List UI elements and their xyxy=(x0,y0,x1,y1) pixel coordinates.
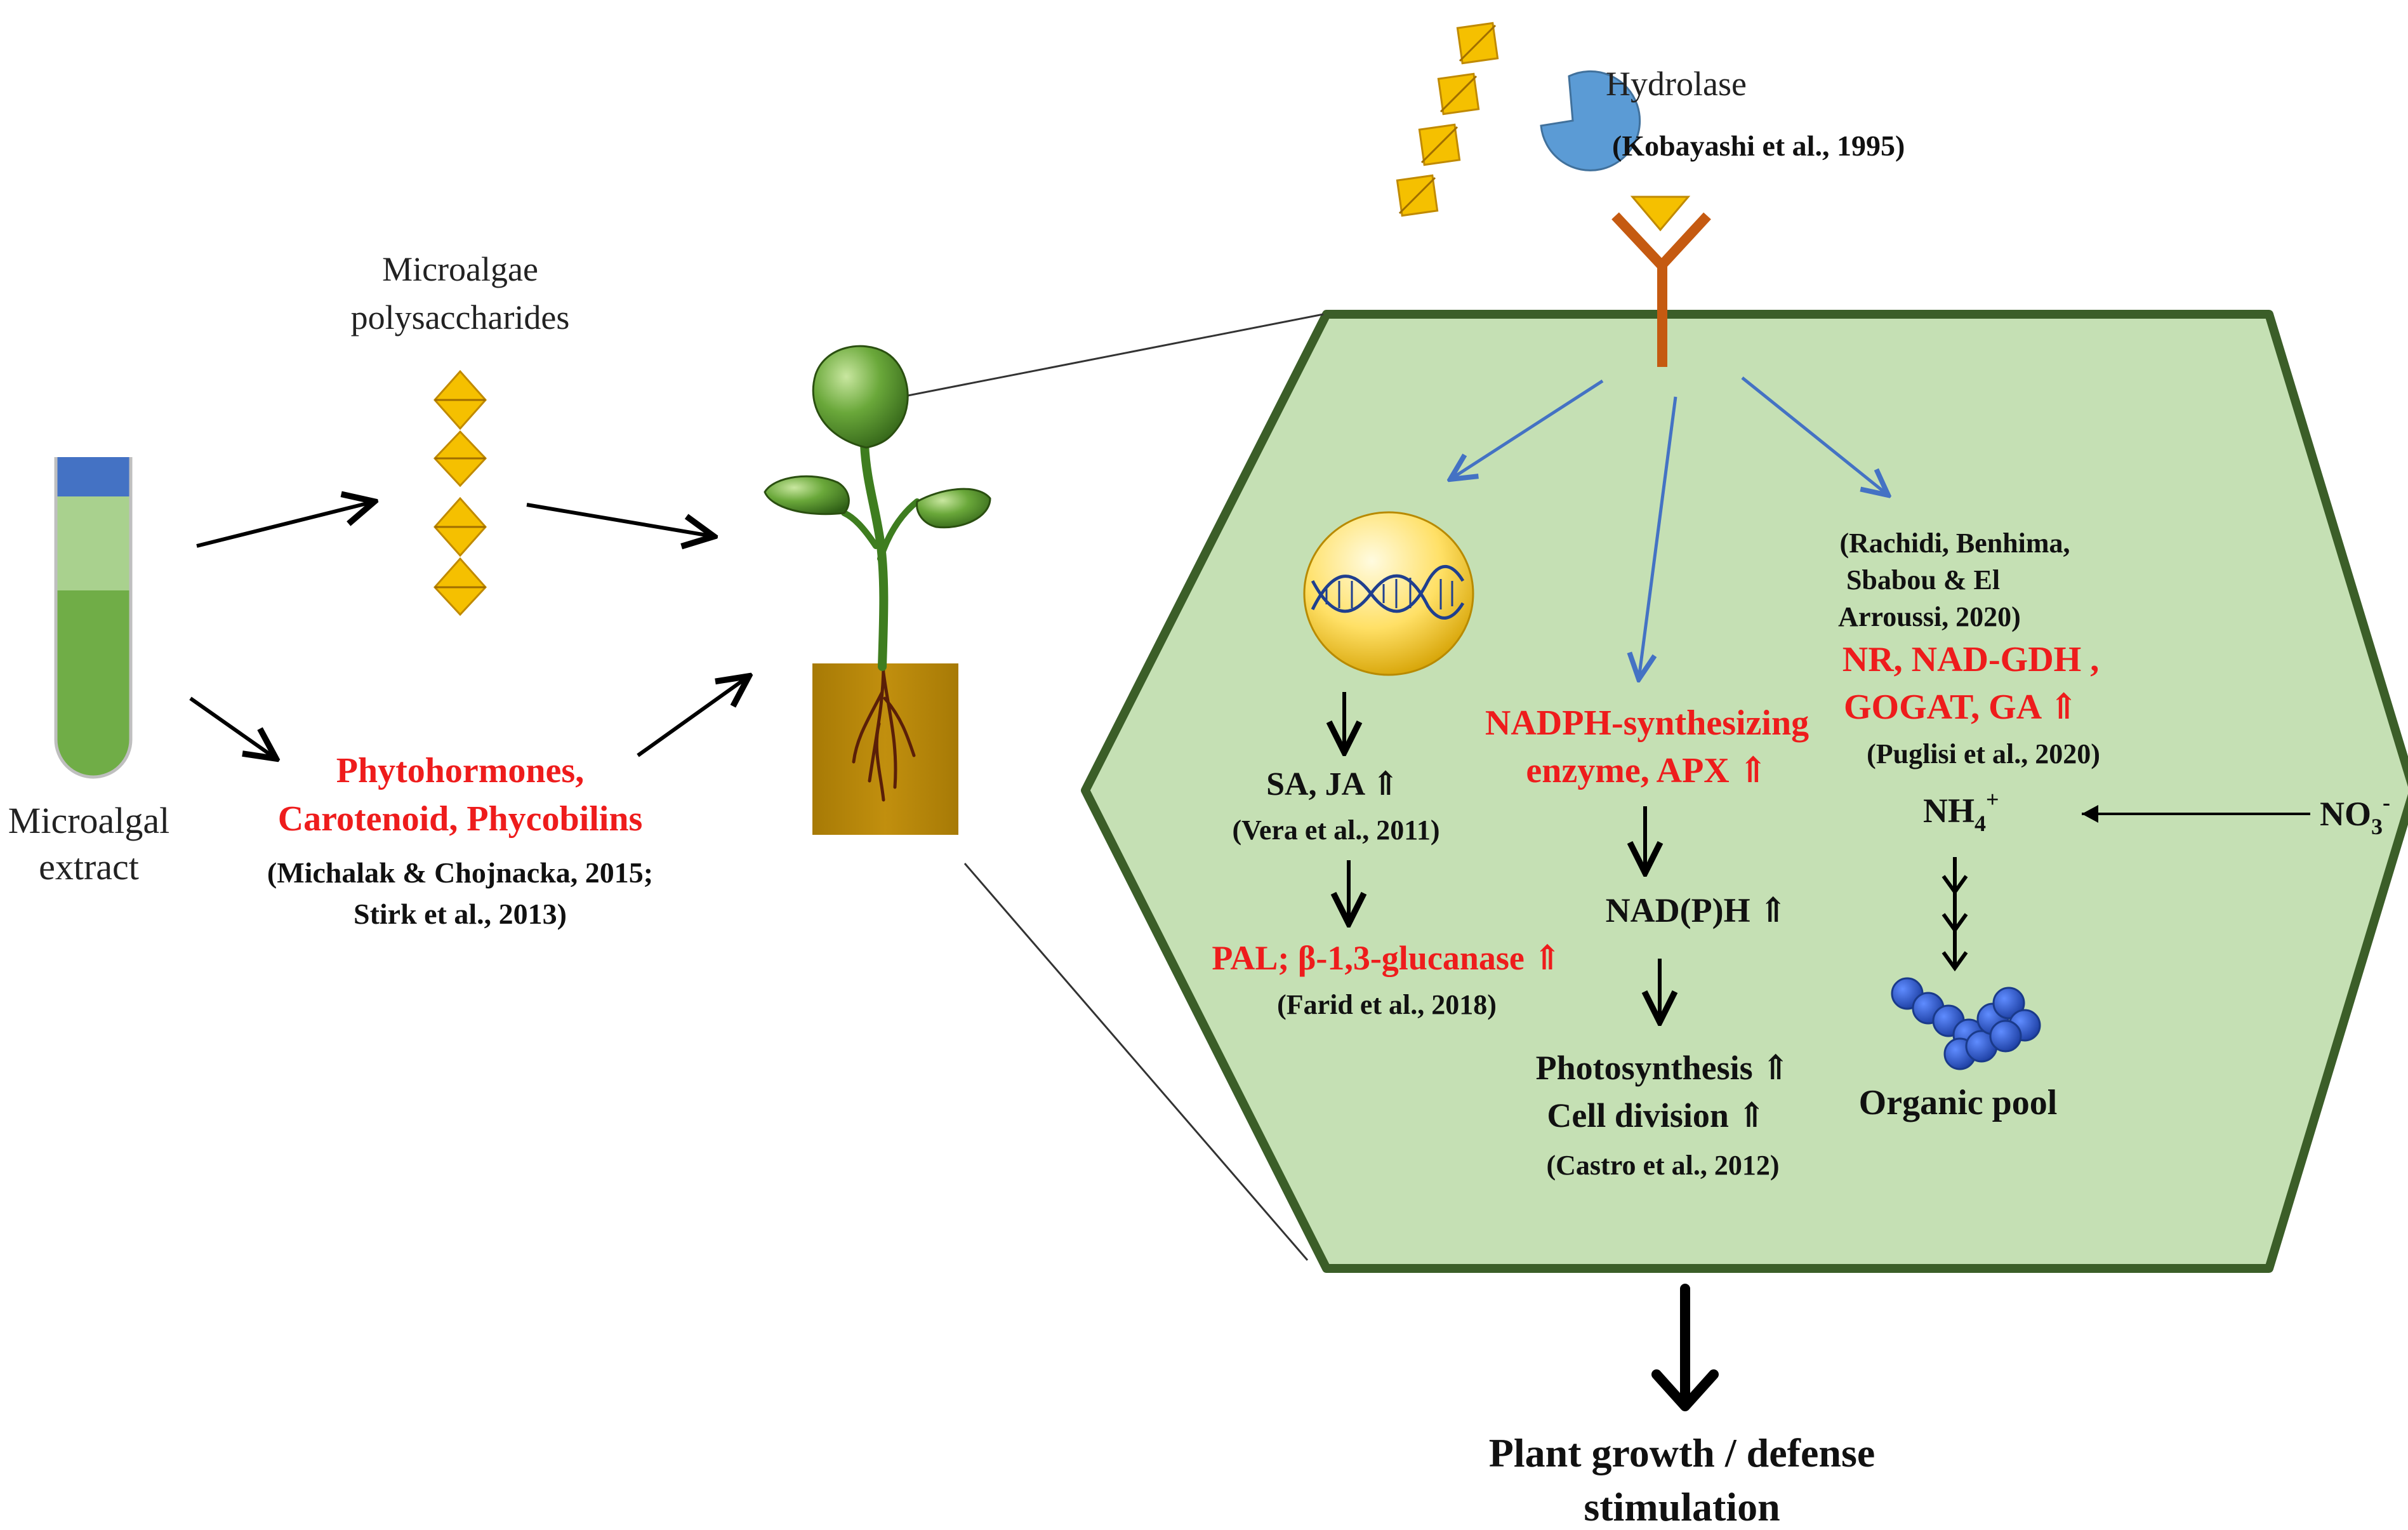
castro-cite: (Castro et al., 2012) xyxy=(1547,1150,1780,1181)
no3-label: NO3- xyxy=(2320,790,2390,839)
poly-label-1: Microalgae xyxy=(382,250,538,288)
hormones-line-1: Phytohormones, xyxy=(336,751,584,790)
hormones-cite-1: (Michalak & Chojnacka, 2015; xyxy=(267,856,653,889)
cell-division-label: Cell division ⇑ xyxy=(1547,1096,1766,1134)
result-line-2: stimulation xyxy=(1584,1484,1780,1529)
tube-label-1: Microalgal xyxy=(8,800,169,841)
rachidi-cite-2: Sbabou & El xyxy=(1846,564,2000,595)
blue-arrow-left xyxy=(1450,379,1604,479)
seedling-icon xyxy=(764,345,991,835)
nr-line-2: GOGAT, GA ⇑ xyxy=(1844,688,2079,727)
nadph-line-2: enzyme, APX ⇑ xyxy=(1526,751,1768,790)
rachidi-cite-3: Arroussi, 2020) xyxy=(1838,601,2021,632)
blue-arrow-mid xyxy=(1639,396,1677,679)
arrow-tube-to-hormones xyxy=(189,696,276,759)
hormones-line-2: Carotenoid, Phycobilins xyxy=(278,799,643,839)
hydrolase-pacman-icon xyxy=(1540,70,1641,171)
tube-label-2: extract xyxy=(39,846,139,888)
dna-nucleus-icon xyxy=(1303,511,1474,676)
result-line-1: Plant growth / defense xyxy=(1489,1430,1875,1475)
blue-arrow-right xyxy=(1741,376,1888,495)
sa-ja-cite: (Vera et al., 2011) xyxy=(1232,815,1439,846)
zoom-line-bottom xyxy=(963,863,1309,1261)
sa-ja-label: SA, JA ⇑ xyxy=(1266,766,1399,802)
puglisi-cite: (Puglisi et al., 2020) xyxy=(1867,738,2100,769)
nadph-line-1: NADPH-synthesizing xyxy=(1485,703,1809,743)
diamond-chain-icon xyxy=(433,369,487,616)
nadph-out-label: NAD(P)H ⇑ xyxy=(1606,891,1788,929)
photosynthesis-label: Photosynthesis ⇑ xyxy=(1536,1049,1790,1087)
bead-chain-icon xyxy=(1891,977,2041,1070)
poly-label-2: polysaccharides xyxy=(351,298,570,336)
rachidi-cite-1: (Rachidi, Benhima, xyxy=(1839,528,2070,559)
hormones-cite-2: Stirk et al., 2013) xyxy=(354,898,567,930)
arrow-nh4-to-pool xyxy=(1942,857,1968,972)
organic-pool-label: Organic pool xyxy=(1859,1083,2058,1122)
arrow-hormones-to-plant xyxy=(637,676,749,757)
pal-cite: (Farid et al., 2018) xyxy=(1277,989,1497,1020)
zoom-line-top xyxy=(885,313,1324,401)
arrow-poly-to-plant xyxy=(526,503,714,536)
nh4-label: NH4+ xyxy=(1923,787,1999,836)
hydrolase-cite: (Kobayashi et al., 1995) xyxy=(1612,130,1905,162)
nr-line-1: NR, NAD-GDH , xyxy=(1842,640,2099,679)
pal-label: PAL; β-1,3-glucanase ⇑ xyxy=(1212,939,1561,977)
arrow-cell-to-result-head xyxy=(1651,1369,1719,1411)
test-tube-icon xyxy=(54,457,133,779)
diamond-chain-top-icon xyxy=(1396,22,1499,217)
receptor-y-icon xyxy=(1611,196,1711,367)
hydrolase-label: Hydrolase xyxy=(1606,65,1747,103)
arrow-tube-to-poly xyxy=(196,502,374,548)
